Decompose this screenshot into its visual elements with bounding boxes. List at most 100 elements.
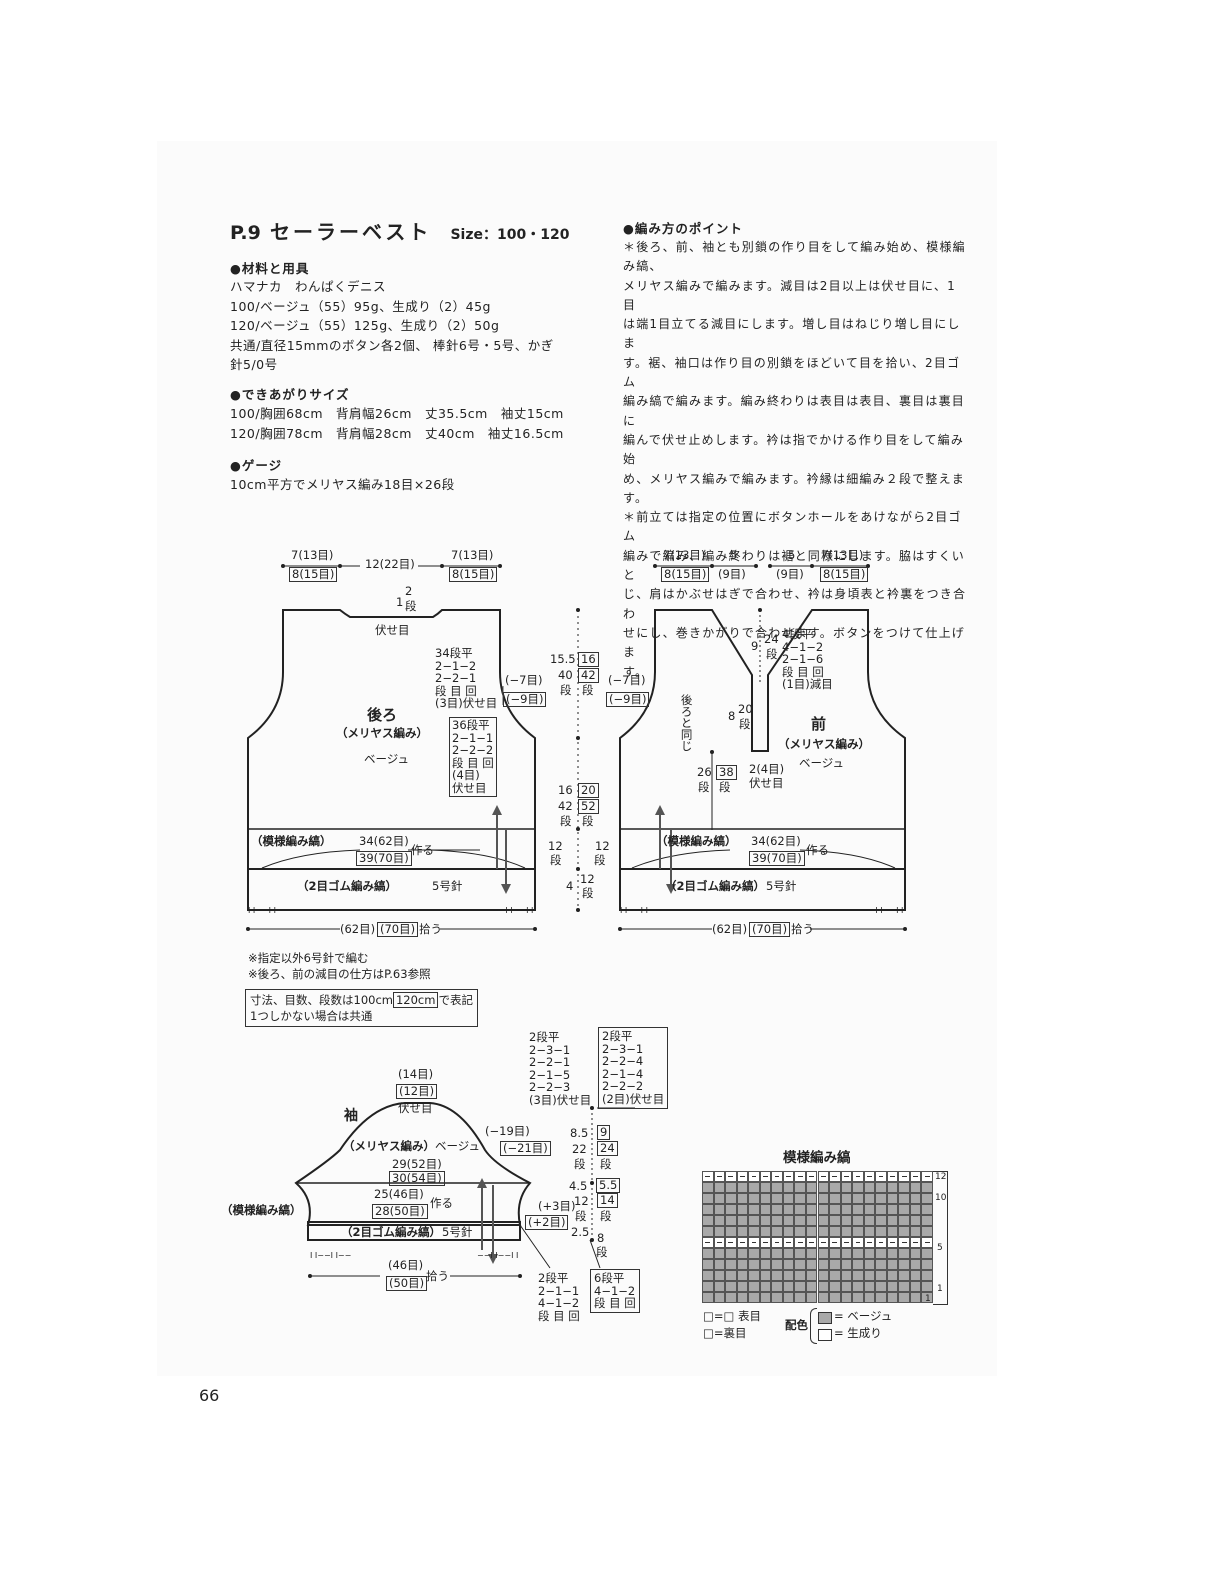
chart-cell	[875, 1171, 887, 1182]
chart-cell	[713, 1281, 726, 1292]
points-line: 編みで編み、編み終わりは裾と同様にします。脇はすくいと	[623, 548, 966, 583]
chart-cell	[805, 1259, 818, 1270]
chart-cell	[840, 1182, 853, 1193]
back-pick-box: (70目)	[377, 922, 419, 937]
purl-mark	[867, 1242, 872, 1244]
chart-cell	[771, 1292, 783, 1303]
note-line: ※後ろ、前の減目の仕方はP.63参照	[248, 967, 431, 981]
page-background	[157, 141, 997, 1376]
sleeve-rib: （2目ゴム編み縞）	[341, 1225, 442, 1239]
chart-cell	[921, 1237, 933, 1248]
chart-cell	[702, 1281, 714, 1292]
chart-cell	[782, 1215, 795, 1226]
chart-cell	[771, 1193, 783, 1204]
back-arm-box-dec: 36段平 2−1−1 2−2−2 段 目 回 (4目) 伏せ目	[449, 717, 497, 797]
chart-cell	[736, 1204, 749, 1215]
dec-line: (4目)	[452, 768, 480, 783]
purl-mark	[705, 1242, 711, 1244]
chart-cell	[771, 1248, 783, 1259]
gauge-heading: ●ゲージ	[230, 458, 283, 473]
chart-cell	[817, 1259, 830, 1270]
back-neck-num: 1	[396, 595, 404, 609]
purl-mark	[843, 1242, 849, 1244]
chart-cell	[886, 1226, 899, 1237]
chart-cell	[817, 1204, 830, 1215]
chart-cell	[852, 1193, 864, 1204]
row-label-column	[933, 1171, 948, 1305]
chart-cell	[886, 1182, 899, 1193]
mid-h1-box: 16	[578, 652, 599, 667]
sleeve-color: ベージュ	[435, 1139, 480, 1153]
chart-cell	[782, 1226, 795, 1237]
purl-mark	[740, 1242, 745, 1244]
mid-dan: 段	[560, 683, 572, 697]
chart-cell	[771, 1270, 783, 1281]
dec-line: (1目)減目	[782, 677, 833, 692]
back-top-left-box: 8(15目)	[289, 567, 338, 582]
chart-cell	[817, 1171, 830, 1182]
front-make: 作る	[806, 843, 829, 857]
back-make: 作る	[411, 843, 434, 857]
front-rib-left: I I−−I I−−	[620, 906, 662, 915]
sleeve-dan: 段	[596, 1245, 608, 1259]
chart-cell	[852, 1215, 864, 1226]
chart-cell	[782, 1182, 795, 1193]
cap-line: 2−2−4	[602, 1054, 644, 1069]
legend-knit: □=□ 表目	[703, 1309, 762, 1323]
points-line: せにし、巻きかがりで合わせます。ボタンをつけて仕上げま	[623, 625, 966, 660]
chart-cell	[748, 1193, 760, 1204]
front-top-left: 7(13目)	[663, 548, 706, 562]
row-label-1: 1	[937, 1284, 943, 1294]
chart-cell	[829, 1281, 841, 1292]
chart-cell	[863, 1171, 876, 1182]
chart-cell	[725, 1193, 737, 1204]
dec-line: 2−2−1	[435, 671, 477, 686]
purl-mark	[809, 1176, 815, 1178]
beige-swatch	[818, 1312, 832, 1324]
chart-cell	[840, 1292, 853, 1303]
back-rib-right: −−I I−−I I	[492, 906, 534, 915]
dec-line: 4段平	[782, 627, 813, 641]
chart-cell	[725, 1248, 737, 1259]
front-placket-20: 20	[738, 702, 753, 716]
purl-mark	[913, 1242, 919, 1244]
chart-cell	[713, 1204, 726, 1215]
chart-cell	[794, 1204, 806, 1215]
color-heading: 配色	[785, 1318, 808, 1332]
sleeve-h24: 24	[597, 1141, 618, 1156]
sleeve-h14: 14	[597, 1193, 618, 1208]
chart-cell	[713, 1171, 726, 1182]
sleeve-h9: 9	[597, 1125, 611, 1140]
mid-h1: 15.5	[550, 652, 576, 666]
front-same-back: 後ろと同じ	[679, 694, 694, 752]
chart-cell	[921, 1182, 933, 1193]
sleeve-inc-b: (+2目)	[525, 1215, 569, 1230]
chart-cell	[886, 1292, 899, 1303]
sleeve-rib-left: I I−−I I−−	[310, 1251, 352, 1260]
materials-line: 120/ベージュ（55）125g、生成り（2）50g	[230, 318, 500, 333]
chart-cell	[713, 1270, 726, 1281]
ecru-swatch	[818, 1329, 832, 1341]
chart-cell	[736, 1270, 749, 1281]
chart-cell	[863, 1270, 876, 1281]
chart-cell	[863, 1204, 876, 1215]
purl-mark	[855, 1176, 861, 1178]
sleeve-cap-left: 2段平 2−3−1 2−2−1 2−1−5 2−2−3 (3目)伏せ目	[529, 1031, 591, 1107]
purl-mark	[797, 1176, 803, 1178]
sleeve-pick-box: (50目)	[386, 1276, 428, 1291]
chart-cell	[886, 1204, 899, 1215]
size-range: Size：100・120	[450, 227, 570, 243]
sleeve-cap-right: 2段平 2−3−1 2−2−4 2−1−4 2−2−2 (2目)伏せ目	[598, 1027, 669, 1109]
chart-cell	[782, 1193, 795, 1204]
chart-cell	[736, 1226, 749, 1237]
back-pick-word: 拾う	[419, 922, 442, 936]
chart-cell	[794, 1171, 806, 1182]
chart-cell	[759, 1171, 772, 1182]
chart-cell	[748, 1248, 760, 1259]
purl-mark	[786, 1242, 792, 1244]
chart-cell	[725, 1281, 737, 1292]
col-label-1: 1	[925, 1294, 931, 1304]
cap-line: 2−3−1	[529, 1042, 571, 1057]
chart-cell	[886, 1171, 899, 1182]
